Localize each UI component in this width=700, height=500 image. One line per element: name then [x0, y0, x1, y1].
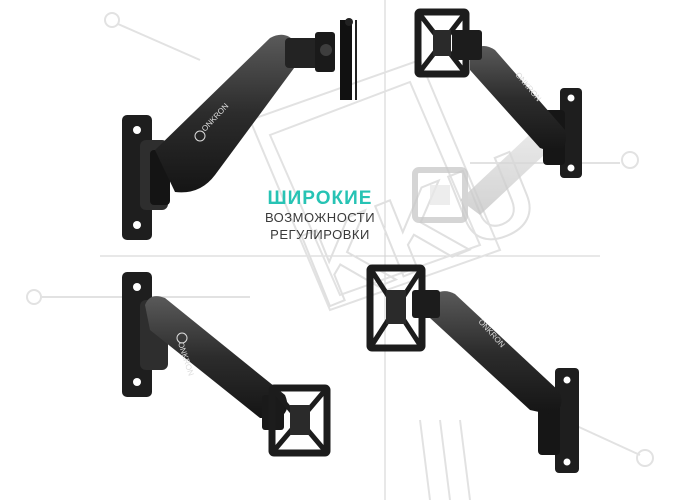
vesa-plate	[414, 8, 470, 78]
watermark-frame	[248, 58, 502, 312]
caption-headline: ШИРОКИЕ	[267, 188, 373, 209]
caption-line-3: РЕГУЛИРОВКИ	[270, 227, 370, 242]
caption-line-2: ВОЗМОЖНОСТИ	[264, 210, 376, 225]
vesa-plate	[366, 264, 426, 352]
vesa-plate	[340, 20, 352, 100]
mount-bottom-right: ONKRON	[366, 264, 579, 473]
mount-top-right: ONKRON	[412, 8, 582, 223]
mount-top-left: ONKRON	[122, 18, 357, 240]
gas-spring-arm	[430, 291, 562, 414]
watermark-frame-inner	[268, 80, 482, 297]
quadrant-guides	[100, 0, 600, 500]
ghost-arm-position	[412, 120, 560, 223]
gas-spring-arm	[145, 296, 288, 418]
gas-spring-arm	[470, 46, 567, 152]
arm-logo-icon	[194, 130, 206, 142]
arm-logo-icon	[176, 332, 188, 344]
vesa-plate	[268, 384, 331, 457]
wall-plate	[560, 88, 582, 178]
wall-plate	[555, 368, 579, 473]
gas-spring-arm	[155, 34, 300, 193]
mount-bottom-left: ONKRON	[122, 272, 331, 457]
